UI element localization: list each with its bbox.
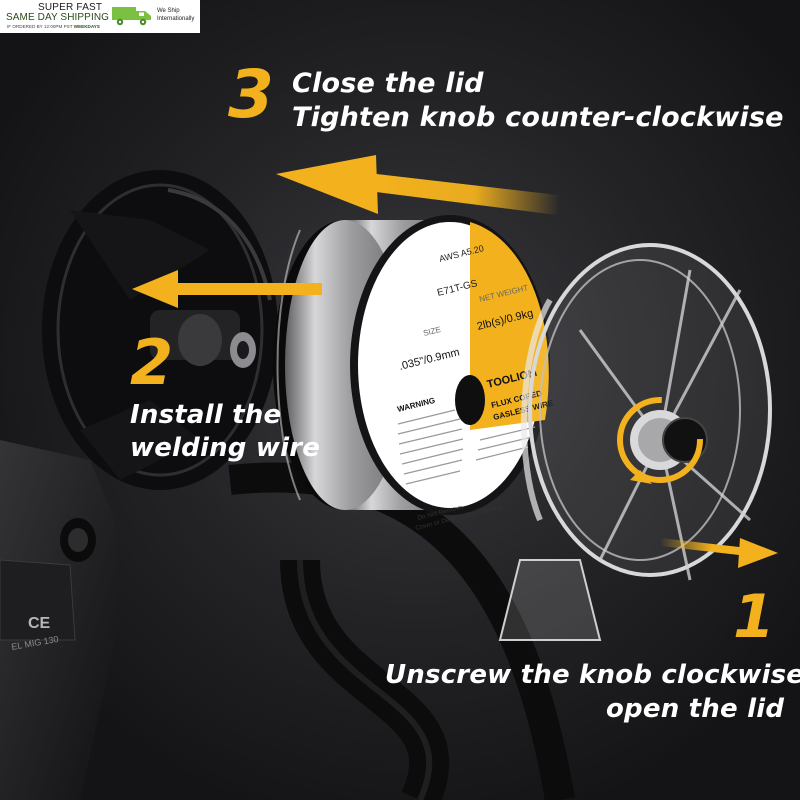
step-2-title: Install the [130,400,282,430]
step-2-number: 2 [130,326,174,399]
label-size-title: SIZE [422,325,441,338]
banner-line-1: SUPER FAST [38,2,103,13]
ship-intl-line-1: We Ship [157,8,180,14]
clear-lid [498,243,772,641]
banner-weekdays: WEEKDAYS [73,24,100,29]
spool-spindle [150,310,256,368]
step-1-title: Unscrew the knob clockwise [385,660,800,690]
ship-intl-line-2: Internationally [157,16,195,22]
arrow-step-2-icon [132,270,322,308]
lid-knob-icon [617,397,708,484]
step-3-number: 3 [228,56,274,133]
ce-mark: CE [28,615,51,632]
banner-line-2: SAME DAY SHIPPING [6,12,110,23]
step-1-number: 1 [733,582,775,652]
step-2-detail: welding wire [130,433,321,463]
arrow-step-1-icon [660,538,778,568]
step-1-detail: open the lid [606,694,785,724]
arrow-step-3-icon [276,155,561,216]
banner-cutoff: IF ORDERED BY 12:00PM PST [7,24,73,29]
step-3-detail: Tighten knob counter-clockwise [292,102,784,133]
banner-line-3: IF ORDERED BY 12:00PM PST WEEKDAYS [7,24,100,29]
welder-body [0,440,120,800]
truck-icon [112,7,151,26]
label-warning-lines [397,409,536,485]
shipping-banner: SUPER FAST SAME DAY SHIPPING IF ORDERED … [0,0,200,33]
step-3-title: Close the lid [292,68,484,99]
